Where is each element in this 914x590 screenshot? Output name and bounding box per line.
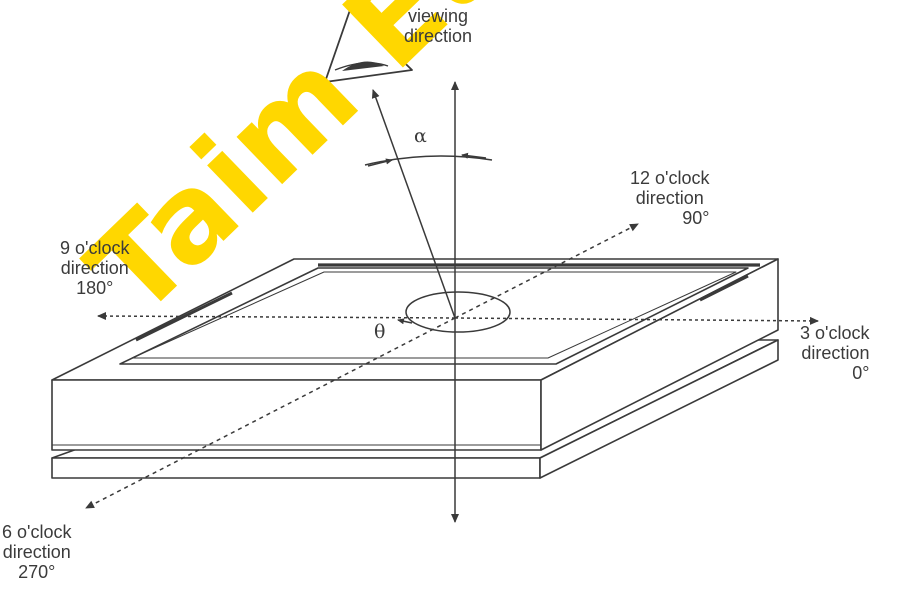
six-oclock-label: 6 o'clock direction 270°	[2, 522, 72, 582]
alpha-arc	[364, 155, 493, 166]
theta-arrow	[397, 318, 413, 325]
eye-icon	[324, 9, 413, 83]
theta-ellipse	[405, 291, 511, 333]
viewing-direction-label: viewing direction	[404, 6, 473, 46]
lower-plate-side	[539, 339, 779, 479]
theta-label: θ	[374, 321, 386, 343]
viewing-direction-line	[371, 89, 456, 319]
alpha-label: α	[414, 125, 427, 147]
nine-oclock-label: 9 o'clock direction 180°	[60, 238, 130, 298]
lower-plate-front	[51, 457, 541, 479]
panel-side-face	[540, 258, 779, 451]
twelve-oclock-label: 12 o'clock direction 90°	[630, 168, 710, 228]
alpha-tick-right	[461, 152, 487, 159]
diagonal-axis-up	[454, 223, 639, 319]
axes	[85, 81, 819, 523]
display-window-inner	[131, 271, 737, 359]
display-window	[119, 267, 749, 365]
alpha-tick-left	[367, 158, 393, 167]
lcd-panel	[51, 258, 779, 479]
three-oclock-label: 3 o'clock direction 0°	[800, 323, 870, 383]
panel-front-face	[51, 379, 542, 451]
window-right-bar	[699, 274, 749, 302]
diagonal-axis-down	[85, 317, 456, 509]
horizontal-axis-right	[454, 316, 819, 325]
